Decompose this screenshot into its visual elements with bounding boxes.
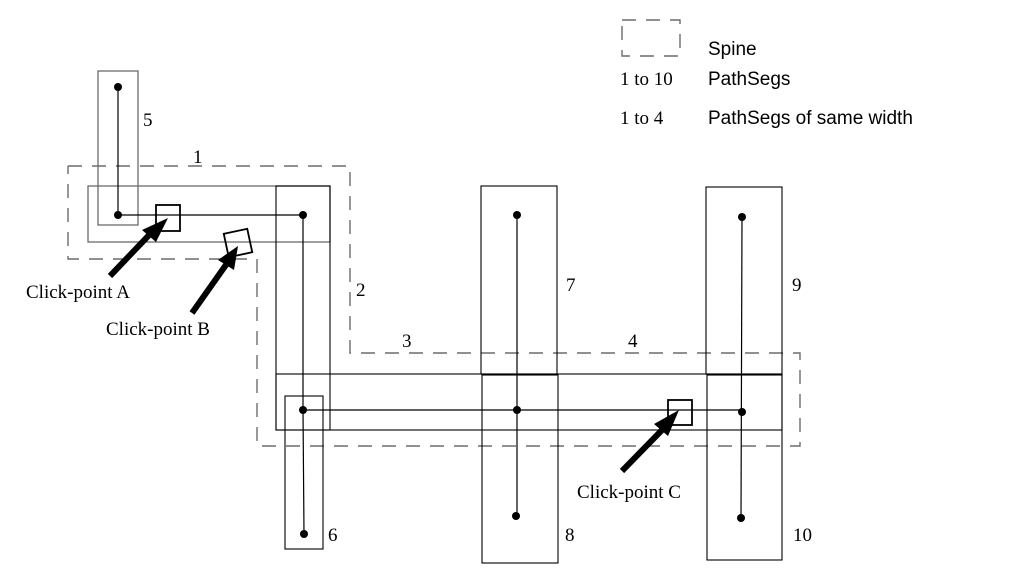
node-1-end	[299, 211, 307, 219]
pathseg-3-4-box[interactable]	[275, 373, 783, 431]
click-point-a[interactable]: Click-point A	[26, 204, 181, 303]
segment-label-1: 1	[193, 147, 203, 168]
click-point-a-arrow-shaft	[107, 229, 155, 279]
segment-label-7: 7	[566, 275, 576, 296]
node-8-end	[512, 512, 520, 520]
segment-label-4: 4	[628, 331, 638, 352]
pathseg-7-box[interactable]	[480, 185, 558, 375]
click-point-b-label: Click-point B	[106, 319, 210, 340]
legend-spine-swatch	[621, 19, 681, 57]
click-point-c-label: Click-point C	[577, 482, 681, 503]
node-9-10-junction	[738, 408, 746, 416]
legend-same-width-range: 1 to 4	[620, 108, 664, 129]
node-5-top	[114, 83, 122, 91]
click-point-a-marker[interactable]	[155, 204, 181, 232]
click-point-c-arrow-icon	[654, 410, 679, 436]
click-point-c-arrow-shaft	[619, 425, 667, 474]
segment-label-8: 8	[565, 525, 575, 546]
click-point-b-arrow-icon	[218, 246, 238, 270]
node-7-top	[513, 211, 521, 219]
spine-outline	[67, 165, 801, 447]
click-point-c[interactable]: Click-point C	[577, 399, 693, 503]
segment-label-3: 3	[402, 331, 412, 352]
click-point-a-label: Click-point A	[26, 282, 130, 303]
node-10-end	[737, 514, 745, 522]
wire-6	[302, 409, 305, 535]
node-6-end	[300, 530, 308, 538]
click-point-b-arrow-shaft	[189, 260, 231, 315]
pathseg-9-box[interactable]	[705, 186, 783, 375]
pathseg-8-box[interactable]	[481, 374, 559, 564]
node-1-start	[114, 211, 122, 219]
node-9-top	[738, 213, 746, 221]
click-point-b-marker[interactable]	[222, 227, 254, 259]
pathseg-6-box[interactable]	[284, 395, 324, 550]
pathseg-10-box[interactable]	[706, 374, 783, 561]
wire-9-10	[740, 216, 743, 519]
segment-label-2: 2	[356, 280, 366, 301]
legend-pathsegs-label: PathSegs	[708, 69, 790, 90]
pathseg-1-box[interactable]	[87, 185, 331, 243]
legend-same-width-label: PathSegs of same width	[708, 108, 913, 129]
segment-label-5: 5	[143, 110, 153, 131]
segment-label-9: 9	[792, 275, 802, 296]
click-point-b[interactable]: Click-point B	[106, 227, 254, 340]
segment-label-10: 10	[793, 525, 812, 546]
legend: Spine 1 to 10 PathSegs 1 to 4 PathSegs o…	[620, 19, 913, 129]
pathseg-5-box[interactable]	[97, 70, 139, 226]
click-point-a-arrow-icon	[142, 218, 168, 242]
legend-pathsegs-range: 1 to 10	[620, 69, 673, 90]
click-point-c-marker[interactable]	[667, 399, 693, 426]
node-7-8-junction	[513, 406, 521, 414]
segment-label-6: 6	[328, 525, 338, 546]
legend-spine-label: Spine	[708, 39, 757, 60]
node-3-start	[299, 406, 307, 414]
